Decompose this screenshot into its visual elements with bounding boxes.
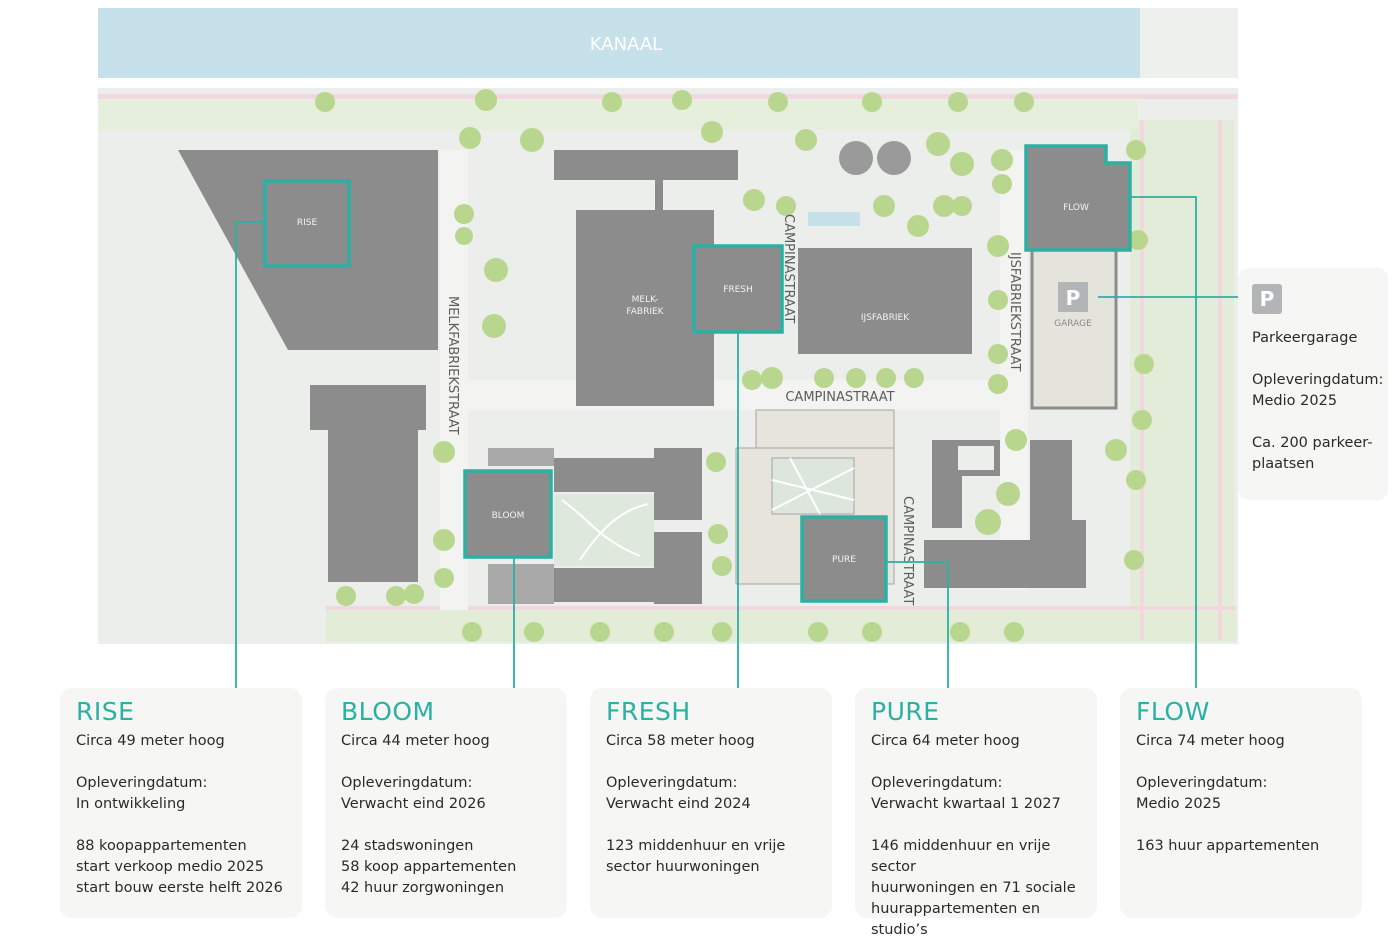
card-details: 123 middenhuur en vrije sector huurwonin… (606, 838, 786, 875)
melkfabriek-label-2: FABRIEK (626, 307, 664, 317)
card-title: FLOW (1136, 697, 1210, 726)
canal-label: KANAAL (590, 34, 662, 55)
canal-quay (1140, 8, 1238, 78)
courtyard-path (771, 457, 855, 515)
path (98, 94, 1238, 99)
pure-map-label: PURE (832, 555, 856, 565)
east-courtyard (958, 446, 994, 470)
bloom-map-label: BLOOM (492, 511, 525, 521)
parking-icon: P (1252, 284, 1282, 314)
rise-footprint (263, 179, 351, 268)
townhouse-row (554, 458, 654, 492)
card-height: Circa 74 meter hoog (1136, 733, 1285, 749)
card-details: 88 koopappartementen start verkoop medio… (76, 838, 283, 896)
rise-leader-line (235, 221, 265, 688)
courtyard (771, 457, 855, 515)
card-title: PURE (871, 697, 940, 726)
card-delivery-label: Opleveringdatum: (1136, 775, 1268, 791)
trees (315, 89, 1154, 642)
card-title: FRESH (606, 697, 691, 726)
card-delivery-value: Verwacht eind 2024 (606, 796, 751, 812)
fresh-footprint (692, 244, 784, 334)
green-zone (1130, 120, 1234, 640)
garden-path (561, 499, 649, 561)
card-delivery-value: Medio 2025 (1136, 796, 1222, 812)
flow-footprint (1024, 144, 1132, 252)
melkfabriek-building (576, 210, 714, 406)
factory-connector (655, 180, 663, 210)
card-details: 163 huur appartementen (1136, 838, 1320, 854)
building-south-west (310, 385, 426, 582)
garage-sign-letter: P (1066, 286, 1081, 310)
card-delivery-label: Opleveringdatum: (606, 775, 738, 791)
parking-title: Parkeergarage (1252, 330, 1358, 346)
bloom-card: BLOOM Circa 44 meter hoog Opleveringdatu… (325, 688, 567, 918)
card-height: Circa 49 meter hoog (76, 733, 225, 749)
ijsfabriek-label: IJSFABRIEK (861, 313, 910, 323)
street-campinastraat-south: CAMPINASTRAAT (900, 496, 915, 605)
garage-sign (1058, 282, 1088, 312)
townhouse-row (654, 448, 702, 520)
card-title: BLOOM (341, 697, 435, 726)
silo (839, 141, 873, 175)
rise-card: RISE Circa 49 meter hoog Opleveringdatum… (60, 688, 302, 918)
parking-delivery-label: Opleveringdatum: (1252, 372, 1384, 388)
path (326, 606, 1236, 610)
garage-label: GARAGE (1054, 319, 1092, 329)
card-delivery-value: Verwacht kwartaal 1 2027 (871, 796, 1061, 812)
path (1218, 120, 1222, 640)
east-building (924, 440, 1086, 588)
street-ijsfabriekstraat: IJSFABRIEKSTRAAT (1007, 252, 1022, 371)
road (1000, 150, 1028, 590)
parking-delivery-value: Medio 2025 (1252, 393, 1338, 409)
card-delivery-value: Verwacht eind 2026 (341, 796, 486, 812)
street-campinastraat-center: CAMPINASTRAAT (785, 390, 894, 405)
pond (808, 212, 860, 226)
card-title: RISE (76, 697, 135, 726)
pure-card: PURE Circa 64 meter hoog Opleveringdatum… (855, 688, 1097, 938)
street-campinastraat-north: CAMPINASTRAAT (781, 214, 796, 323)
green-zone (326, 610, 1236, 642)
card-delivery-label: Opleveringdatum: (341, 775, 473, 791)
path (1140, 120, 1144, 640)
silo (877, 141, 911, 175)
pure-footprint (800, 515, 888, 603)
card-delivery-label: Opleveringdatum: (871, 775, 1003, 791)
garage-building (1030, 248, 1118, 410)
townhouse-row (488, 564, 554, 604)
flow-leader-line (1130, 196, 1197, 688)
rise-map-label: RISE (297, 218, 318, 228)
townhouse-row (488, 448, 554, 466)
townhouse-row (654, 532, 702, 604)
pure-leader-line (886, 561, 949, 688)
card-delivery-label: Opleveringdatum: (76, 775, 208, 791)
factory-wing (554, 150, 738, 180)
card-height: Circa 58 meter hoog (606, 733, 755, 749)
leader-lines (235, 196, 1238, 688)
flow-card: FLOW Circa 74 meter hoog Opleveringdatum… (1120, 688, 1362, 918)
card-delivery-value: In ontwikkeling (76, 796, 186, 812)
east-wing (932, 476, 962, 528)
parking-capacity: Ca. 200 parkeer- plaatsen (1252, 435, 1373, 472)
street-melkfabriekstraat: MELKFABRIEKSTRAAT (445, 296, 460, 435)
parking-info-panel: P Parkeergarage Opleveringdatum: Medio 2… (1238, 268, 1388, 500)
card-height: Circa 64 meter hoog (871, 733, 1020, 749)
ijsfabriek-building (798, 248, 972, 354)
townhouse-row (554, 568, 654, 602)
fresh-map-label: FRESH (723, 285, 753, 295)
melkfabriek-label-1: MELK- (632, 295, 659, 305)
bloom-footprint (463, 469, 553, 559)
fresh-card: FRESH Circa 58 meter hoog Opleveringdatu… (590, 688, 832, 918)
card-details: 146 middenhuur en vrije sector huurwonin… (871, 838, 1076, 938)
card-height: Circa 44 meter hoog (341, 733, 490, 749)
card-details: 24 stadswoningen 58 koop appartementen 4… (341, 838, 517, 896)
flow-map-label: FLOW (1063, 203, 1089, 213)
canal (98, 8, 1140, 78)
